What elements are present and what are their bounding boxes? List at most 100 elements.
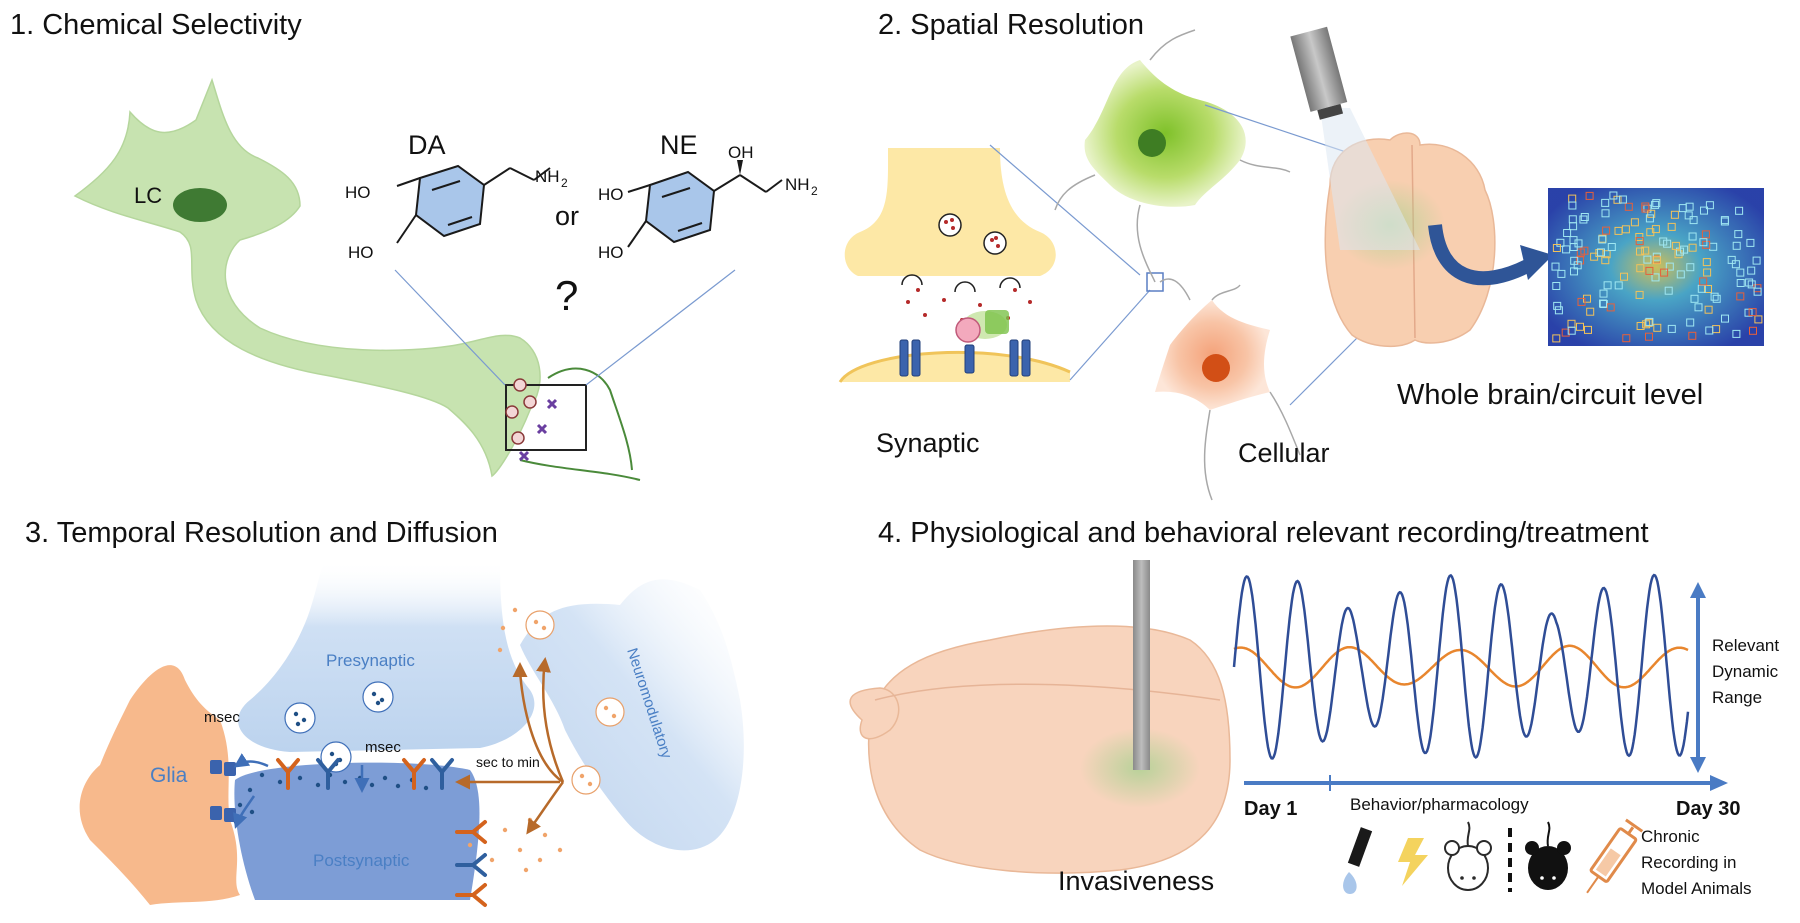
roi-box bbox=[1688, 232, 1697, 241]
vesicles-small bbox=[505, 378, 558, 462]
roi-box bbox=[1645, 332, 1653, 341]
receptors bbox=[899, 339, 1031, 377]
roi-box bbox=[1689, 216, 1698, 225]
roi-box bbox=[1688, 243, 1697, 252]
postsynaptic-bouton bbox=[234, 762, 480, 900]
roi-box bbox=[1754, 315, 1763, 324]
chronic-label-1: Chronic bbox=[1641, 827, 1700, 846]
roi-box bbox=[1553, 301, 1562, 310]
docked-vesicles bbox=[901, 274, 1021, 293]
activity-map bbox=[1548, 188, 1764, 346]
ne-oh: OH bbox=[728, 143, 754, 162]
roi-box bbox=[1680, 245, 1689, 254]
neuromodulatory-terminal bbox=[520, 579, 744, 851]
lc-nucleus bbox=[173, 188, 227, 222]
roi-box bbox=[1618, 195, 1627, 204]
roi-box bbox=[1614, 226, 1623, 235]
glia-cell bbox=[79, 665, 240, 905]
roi-box bbox=[1601, 256, 1610, 265]
zoom-line-left bbox=[394, 269, 506, 386]
msec-synapse: msec bbox=[365, 739, 401, 756]
zoom-box bbox=[505, 384, 587, 451]
roi-box bbox=[1699, 277, 1708, 286]
roi-box bbox=[1561, 328, 1570, 337]
roi-box bbox=[1720, 217, 1729, 226]
roi-box bbox=[1630, 218, 1639, 227]
roi-box bbox=[1732, 329, 1741, 338]
roi-box bbox=[1652, 256, 1661, 265]
roi-box bbox=[1641, 202, 1650, 211]
roi-box bbox=[1641, 246, 1650, 255]
panel-temporal-resolution: 3. Temporal Resolution and Diffusion Gli… bbox=[25, 517, 744, 907]
panel2-title: 2. Spatial Resolution bbox=[878, 9, 1144, 41]
roi-box bbox=[1688, 331, 1697, 340]
roi-box bbox=[1552, 334, 1561, 343]
roi-box bbox=[1651, 273, 1660, 282]
zoom-line-right bbox=[585, 269, 736, 386]
zoom-line-syn-top bbox=[989, 144, 1141, 276]
norepinephrine-structure bbox=[627, 160, 783, 248]
transporters-glia bbox=[210, 760, 236, 822]
roi-box bbox=[1701, 230, 1710, 239]
roi-box bbox=[1551, 262, 1560, 271]
light-cone bbox=[1320, 108, 1420, 250]
roi-box bbox=[1576, 256, 1585, 265]
roi-box bbox=[1694, 303, 1703, 312]
roi-box bbox=[1704, 305, 1713, 314]
curved-arrow-head bbox=[1520, 245, 1553, 280]
axon-branch bbox=[519, 459, 641, 481]
roi-box bbox=[1635, 237, 1644, 246]
da-label: DA bbox=[408, 130, 446, 160]
da-nh2: NH bbox=[535, 167, 560, 186]
roi-box bbox=[1622, 334, 1631, 343]
da-ho-top: HO bbox=[345, 183, 371, 202]
roi-box bbox=[1614, 281, 1623, 290]
or-label: or bbox=[555, 201, 579, 231]
roi-box bbox=[1599, 289, 1608, 298]
roi-box bbox=[1671, 241, 1680, 250]
neurotransmitter-dots-3 bbox=[225, 691, 429, 825]
roi-box bbox=[1736, 268, 1745, 277]
synaptic-vesicles bbox=[938, 213, 1007, 255]
presynaptic-terminal bbox=[844, 148, 1056, 276]
roi-box bbox=[1598, 235, 1607, 244]
roi-box bbox=[1659, 237, 1668, 246]
roi-box bbox=[1690, 294, 1699, 303]
roi-box bbox=[1570, 267, 1578, 276]
roi-box bbox=[1712, 294, 1721, 303]
da-nh2-sub: 2 bbox=[561, 176, 568, 190]
roi-box bbox=[1676, 247, 1684, 256]
roi-box bbox=[1676, 270, 1685, 279]
recording-probe bbox=[1133, 560, 1150, 770]
postsynaptic-label: Postsynaptic bbox=[313, 851, 410, 870]
day30-label: Day 30 bbox=[1676, 798, 1741, 820]
sensor-protein bbox=[955, 310, 1009, 343]
range-label-3: Range bbox=[1712, 688, 1762, 707]
roi-box bbox=[1552, 282, 1561, 290]
roi-box bbox=[1702, 240, 1711, 249]
roi-box bbox=[1644, 318, 1653, 327]
roi-box bbox=[1607, 243, 1616, 251]
dopamine-structure bbox=[396, 164, 551, 244]
brain-sagittal bbox=[849, 560, 1231, 874]
roi-box bbox=[1646, 228, 1655, 237]
roi-box bbox=[1580, 213, 1589, 221]
range-label-2: Dynamic bbox=[1712, 662, 1779, 681]
roi-box bbox=[1577, 297, 1586, 306]
roi-box bbox=[1735, 206, 1744, 215]
roi-box bbox=[1731, 260, 1740, 269]
roi-box bbox=[1745, 278, 1754, 287]
roi-box bbox=[1636, 264, 1645, 273]
roi-box bbox=[1699, 238, 1708, 247]
ne-nh2: NH bbox=[785, 175, 810, 194]
mouse-black-icon bbox=[1525, 821, 1571, 890]
roi-box bbox=[1586, 307, 1595, 316]
roi-box bbox=[1651, 200, 1660, 209]
roi-box bbox=[1700, 206, 1708, 215]
roi-box bbox=[1585, 191, 1594, 200]
roi-box bbox=[1664, 286, 1673, 295]
roi-box bbox=[1667, 222, 1676, 231]
da-ho-bottom: HO bbox=[348, 243, 374, 262]
glia-label: Glia bbox=[150, 764, 188, 787]
whole-brain-label: Whole brain/circuit level bbox=[1397, 379, 1703, 411]
